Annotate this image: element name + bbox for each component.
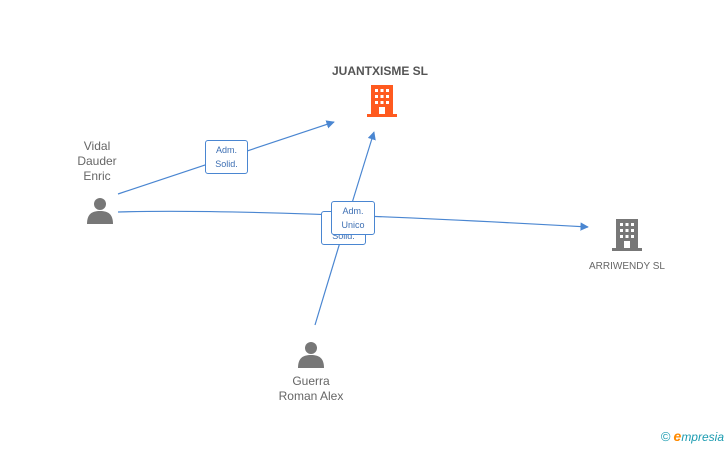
edge-label-vidal-juantxisme[interactable]: Adm. Solid. — [205, 140, 248, 174]
person-name-line: Dauder — [77, 154, 117, 168]
company-name-arriwendy[interactable]: ARRIWENDY SL — [589, 261, 665, 272]
person-name-line: Guerra — [292, 374, 330, 388]
edge-label-guerra-juantxisme[interactable]: Adm. Unico — [331, 201, 375, 235]
building-icon[interactable] — [611, 218, 643, 252]
brand-initial: e — [673, 428, 682, 444]
person-name-vidal[interactable]: Vidal Dauder Enric — [66, 139, 128, 184]
empresia-logo: ©empresia — [661, 428, 724, 444]
brand-name: mpresia — [681, 430, 724, 444]
edge-role: Solid. — [215, 159, 238, 169]
person-icon[interactable] — [297, 340, 325, 368]
person-name-line: Roman Alex — [278, 389, 344, 403]
edge-role: Adm. — [215, 145, 237, 155]
edge-role: Solid. — [332, 231, 355, 241]
edge-role: Unico — [341, 220, 365, 230]
copyright-icon: © — [660, 429, 671, 444]
company-name-juantxisme[interactable]: JUANTXISME SL — [331, 64, 428, 78]
edge-vidal-arriwendy — [117, 210, 589, 231]
edge-role: Adm. — [342, 206, 364, 216]
building-icon[interactable] — [366, 84, 398, 118]
person-name-guerra[interactable]: Guerra Roman Alex — [266, 374, 356, 404]
person-name-line: Vidal — [83, 139, 111, 153]
person-name-line: Enric — [83, 169, 111, 183]
person-icon[interactable] — [86, 196, 114, 224]
